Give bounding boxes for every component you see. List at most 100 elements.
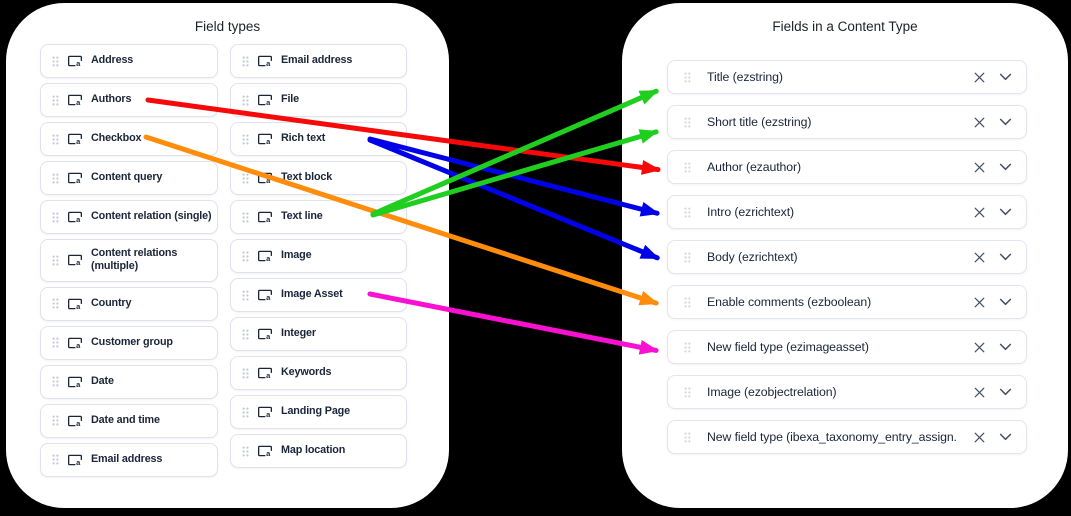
remove-field-icon[interactable]	[973, 296, 986, 309]
drag-handle-icon	[684, 251, 691, 263]
remove-field-icon[interactable]	[973, 386, 986, 399]
field-type-icon: a	[68, 172, 82, 184]
drag-handle-icon	[684, 386, 691, 398]
field-type-item[interactable]: a Customer group	[40, 325, 218, 360]
svg-text:a: a	[76, 176, 81, 184]
svg-text:a: a	[76, 215, 81, 223]
chevron-down-icon[interactable]	[999, 163, 1012, 171]
drag-handle-icon	[52, 337, 59, 349]
field-type-icon: a	[258, 289, 272, 301]
drag-handle-icon	[52, 133, 59, 145]
svg-text:a: a	[76, 98, 81, 106]
field-type-item[interactable]: a Address	[40, 44, 218, 78]
drag-handle-icon	[684, 206, 691, 218]
svg-text:a: a	[76, 341, 81, 349]
drag-handle-icon	[52, 94, 59, 106]
field-type-icon: a	[258, 406, 272, 418]
drag-handle-icon	[242, 133, 249, 145]
field-type-label: Email address	[281, 54, 353, 67]
drag-handle-icon	[684, 161, 691, 173]
remove-field-icon[interactable]	[973, 251, 986, 264]
drag-handle-icon	[242, 172, 249, 184]
drag-handle-icon	[684, 296, 691, 308]
field-type-item[interactable]: a Map location	[230, 434, 407, 468]
field-type-label: Address	[91, 54, 134, 67]
remove-field-icon[interactable]	[973, 341, 986, 354]
drag-handle-icon	[242, 445, 249, 457]
content-type-field-row[interactable]: Intro (ezrichtext)	[667, 195, 1027, 229]
drag-handle-icon	[52, 255, 59, 266]
chevron-down-icon[interactable]	[999, 433, 1012, 441]
field-type-label: Map location	[281, 444, 346, 457]
field-type-icon: a	[258, 211, 272, 223]
drag-handle-icon	[52, 211, 59, 223]
remove-field-icon[interactable]	[973, 161, 986, 174]
remove-field-icon[interactable]	[973, 431, 986, 444]
content-type-fields-panel: Fields in a Content Type Title (ezstring…	[622, 3, 1068, 508]
chevron-down-icon[interactable]	[999, 208, 1012, 216]
svg-text:a: a	[76, 458, 81, 466]
content-type-field-row[interactable]: Image (ezobjectrelation)	[667, 375, 1027, 409]
content-type-fields-list: Title (ezstring) Short title (ezstring) Au…	[667, 60, 1027, 454]
drag-handle-icon	[242, 55, 249, 67]
svg-text:a: a	[266, 371, 271, 379]
drag-handle-icon	[242, 367, 249, 379]
field-row-label: New field type (ezimageasset)	[707, 340, 869, 354]
field-type-icon: a	[258, 172, 272, 184]
chevron-down-icon[interactable]	[999, 253, 1012, 261]
remove-field-icon[interactable]	[973, 206, 986, 219]
chevron-down-icon[interactable]	[999, 73, 1012, 81]
field-type-icon: a	[68, 255, 82, 266]
svg-text:a: a	[266, 449, 271, 457]
drag-handle-icon	[52, 298, 59, 310]
field-type-item[interactable]: a File	[230, 83, 407, 117]
chevron-down-icon[interactable]	[999, 343, 1012, 351]
chevron-down-icon[interactable]	[999, 388, 1012, 396]
content-type-field-row[interactable]: Author (ezauthor)	[667, 150, 1027, 184]
content-type-field-row[interactable]: Enable comments (ezboolean)	[667, 285, 1027, 319]
field-type-icon: a	[68, 337, 82, 349]
svg-text:a: a	[76, 59, 81, 67]
field-type-icon: a	[68, 415, 82, 427]
drag-handle-icon	[52, 376, 59, 388]
chevron-down-icon[interactable]	[999, 118, 1012, 126]
content-type-field-row[interactable]: Title (ezstring)	[667, 60, 1027, 94]
field-types-panel-title: Field types	[194, 19, 261, 34]
field-type-label: Customer group	[91, 336, 173, 349]
field-row-actions	[973, 251, 1012, 264]
field-type-icon: a	[258, 94, 272, 106]
field-row-actions	[973, 161, 1012, 174]
content-type-field-row[interactable]: New field type (ibexa_taxonomy_entry_ass…	[667, 420, 1027, 454]
svg-text:a: a	[76, 380, 81, 388]
content-type-field-row[interactable]: New field type (ezimageasset)	[667, 330, 1027, 364]
remove-field-icon[interactable]	[973, 116, 986, 129]
content-type-field-row[interactable]: Body (ezrichtext)	[667, 240, 1027, 274]
remove-field-icon[interactable]	[973, 71, 986, 84]
svg-text:a: a	[266, 332, 271, 340]
chevron-down-icon[interactable]	[999, 298, 1012, 306]
field-type-label: File	[281, 93, 299, 106]
drag-handle-icon	[242, 406, 249, 418]
field-row-label: Title (ezstring)	[707, 70, 783, 84]
content-type-field-row[interactable]: Short title (ezstring)	[667, 105, 1027, 139]
drag-handle-icon	[684, 116, 691, 128]
